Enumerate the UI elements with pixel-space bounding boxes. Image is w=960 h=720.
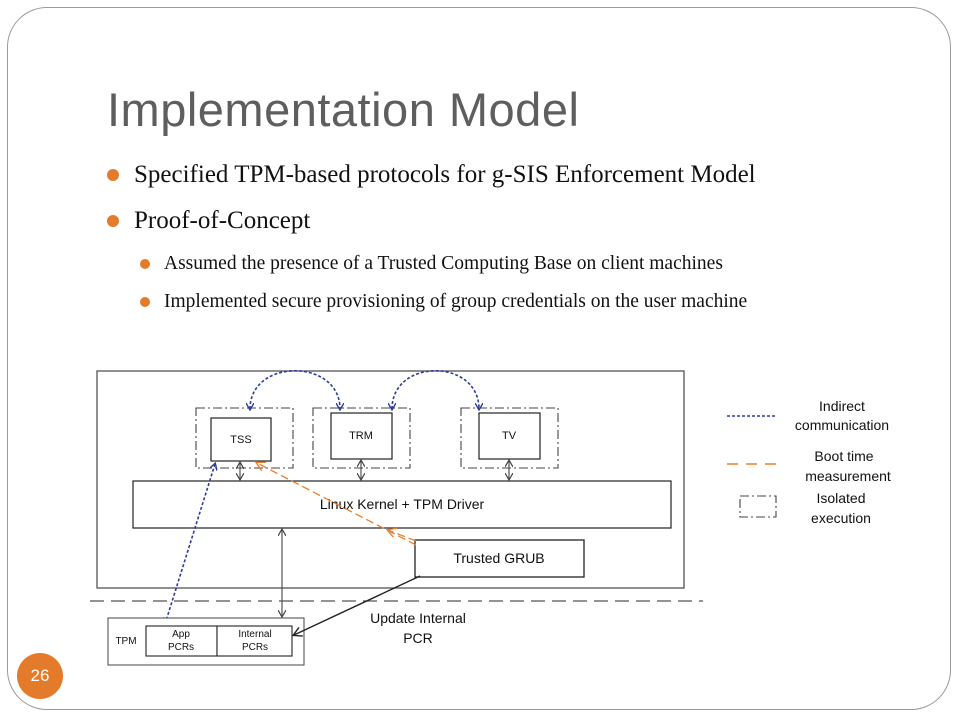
kernel-label: Linux Kernel + TPM Driver <box>320 496 485 512</box>
trusted-grub-box <box>414 539 585 578</box>
legend-boot-label-line1: Boot time <box>814 448 873 464</box>
legend-isolated-swatch <box>739 495 777 518</box>
bullet-item: Proof-of-Concept <box>106 204 906 250</box>
bullet-text: Specified TPM-based protocols for g-SIS … <box>134 161 756 188</box>
tv-label: TV <box>502 430 517 442</box>
bullet-dot-icon <box>107 215 119 227</box>
trm-tv-indirect-arrow <box>392 369 479 409</box>
legend-indirect-label-line2: communication <box>795 417 889 433</box>
internal-pcrs-label-line2: PCRs <box>242 642 268 653</box>
sub-bullet-item: Assumed the presence of a Trusted Comput… <box>106 250 906 288</box>
slide-frame <box>7 7 951 710</box>
legend-indirect-label-line1: Indirect <box>819 398 865 414</box>
update-internal-pcr-label-line1: Update Internal <box>370 610 466 626</box>
internal-pcrs-label-line1: Internal <box>238 629 271 640</box>
legend-isolated-label-line1: Isolated <box>816 490 865 506</box>
bullet-dot-icon <box>107 169 119 181</box>
update-internal-pcr-label-line2: PCR <box>403 630 433 646</box>
tss-label: TSS <box>230 434 251 446</box>
bullet-text: Proof-of-Concept <box>134 207 311 234</box>
tss-trm-indirect-arrow <box>250 369 340 409</box>
sub-bullet-text: Implemented secure provisioning of group… <box>164 291 748 312</box>
bullet-list: Specified TPM-based protocols for g-SIS … <box>106 158 906 326</box>
trusted-grub-label: Trusted GRUB <box>453 550 544 566</box>
system-boundary-box <box>96 370 685 589</box>
internal-pcrs-box <box>216 625 293 657</box>
app-pcrs-label-line1: App <box>172 629 190 640</box>
bullet-dot-icon <box>140 259 150 269</box>
bullet-item: Specified TPM-based protocols for g-SIS … <box>106 158 906 204</box>
tss-app-pcrs-indirect-arrow <box>165 464 215 624</box>
legend-isolated-label-line2: execution <box>811 510 871 526</box>
update-internal-pcr-arrow <box>294 575 421 635</box>
bullet-dot-icon <box>140 297 150 307</box>
boot-measurement-to-kernel-arrow <box>388 530 417 542</box>
legend-boot-label-line2: measurement <box>805 468 891 484</box>
tpm-label: TPM <box>115 636 136 647</box>
app-pcrs-label-line2: PCRs <box>168 642 194 653</box>
diagram-legend: Indirect communication Boot time measure… <box>727 398 891 526</box>
trm-box <box>330 412 393 460</box>
isolated-container-tss <box>195 407 294 469</box>
slide-title: Implementation Model <box>107 83 580 136</box>
sub-bullet-text: Assumed the presence of a Trusted Comput… <box>164 253 723 274</box>
page-number-badge: 26 <box>17 653 63 699</box>
trm-label: TRM <box>349 430 373 442</box>
sub-bullet-item: Implemented secure provisioning of group… <box>106 288 906 326</box>
kernel-box <box>132 480 672 529</box>
